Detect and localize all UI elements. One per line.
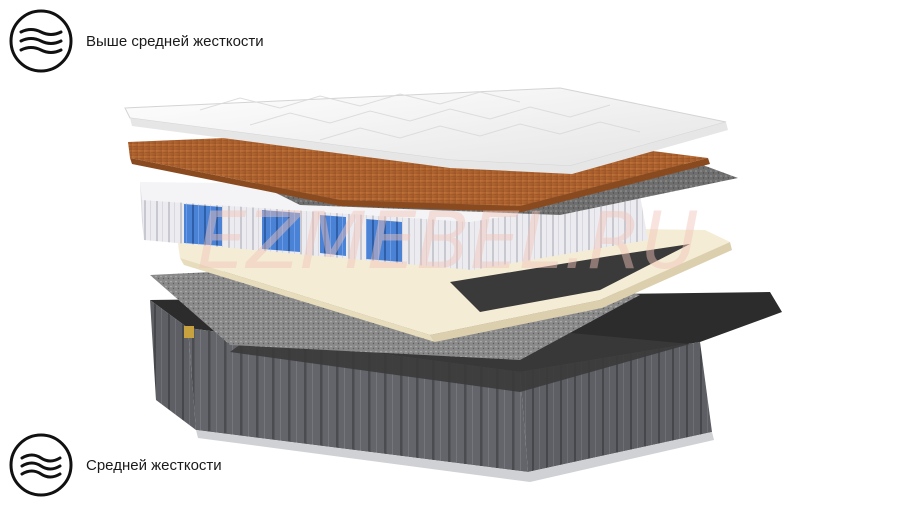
firmness-badge-top: Выше средней жесткости — [8, 8, 264, 74]
watermark-logo: EZMEBEL.RU — [197, 197, 699, 287]
firmness-badge-bottom: Средней жесткости — [8, 432, 222, 498]
firmness-label-top: Выше средней жесткости — [86, 32, 264, 50]
firmness-label-bottom: Средней жесткости — [86, 456, 222, 474]
firmness-waves-icon — [9, 433, 73, 497]
firmness-waves-icon — [9, 9, 73, 73]
